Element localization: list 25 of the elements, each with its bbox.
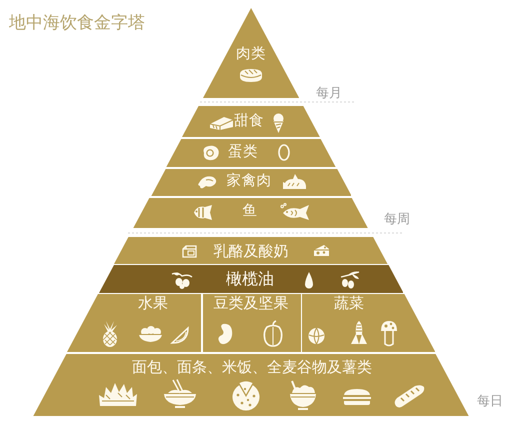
pyramid-tier [302, 294, 435, 352]
tier-label: 蛋类 [228, 145, 258, 161]
pyramid-tier [133, 198, 369, 228]
pyramid-tier [150, 168, 352, 196]
pyramid-tier [202, 8, 300, 98]
tier-label: 橄榄油 [226, 270, 274, 288]
pyramid-tier [202, 294, 300, 352]
frequency-label: 每周 [384, 212, 410, 228]
tier-label: 蔬菜 [334, 294, 364, 312]
pyramid-tier [98, 265, 404, 293]
tier-label: 豆类及坚果 [214, 294, 288, 312]
frequency-label: 每日 [477, 394, 503, 410]
tier-label: 水果 [138, 294, 168, 312]
pyramid-tier [114, 237, 388, 264]
pyramid-tier [182, 106, 320, 137]
tier-label: 肉类 [236, 47, 266, 63]
pyramid-tier [166, 138, 336, 167]
diagram-title: 地中海饮食金字塔 [9, 14, 145, 34]
tier-label: 面包、面条、米饭、全麦谷物及薯类 [132, 358, 372, 376]
tier-label: 家禽肉 [226, 174, 272, 190]
tier-label: 鱼 [242, 204, 258, 220]
tier-label: 甜食 [234, 114, 264, 130]
frequency-label: 每月 [316, 86, 342, 102]
tier-label: 乳酪及酸奶 [213, 242, 288, 260]
pyramid-tier [67, 294, 202, 352]
